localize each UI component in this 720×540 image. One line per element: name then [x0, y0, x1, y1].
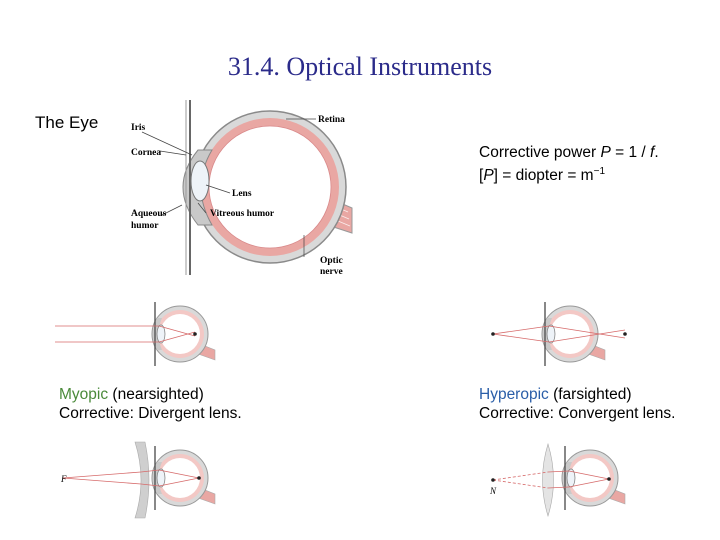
corrective-power-text: Corrective power P = 1 / f. [P] = diopte… — [479, 143, 659, 185]
myopic-corrected-diagram: F — [60, 441, 216, 519]
power-unit-line: [P] = diopter = m−1 — [479, 166, 606, 185]
power-formula-line: Corrective power P = 1 / f. — [479, 144, 659, 161]
iris-label: Iris — [131, 123, 146, 133]
optic-label: Optic — [320, 256, 343, 266]
eye-heading: The Eye — [35, 113, 99, 132]
myopic-eye-diagram — [55, 302, 216, 366]
eye-anatomy-diagram: Iris Cornea Aqueous humor Lens Vitreous … — [131, 100, 353, 277]
lens-shape — [190, 160, 210, 202]
nerve-label: nerve — [320, 267, 343, 277]
lens-label: Lens — [232, 189, 252, 199]
retina-label: Retina — [318, 115, 345, 125]
cornea-label: Cornea — [131, 148, 161, 158]
hyperopic-corrected-diagram: N — [489, 442, 626, 518]
vitreous-humor-region — [208, 125, 332, 249]
hyperopic-title-line: Hyperopic (farsighted) — [479, 386, 632, 403]
hyperopic-term: Hyperopic — [479, 386, 549, 403]
hyperopic-corrective-line: Corrective: Convergent lens. — [479, 405, 676, 422]
slide-title: 31.4. Optical Instruments — [227, 52, 493, 81]
myopic-title-line: Myopic (nearsighted) — [59, 386, 204, 403]
myopic-description: Myopic (nearsighted) Corrective: Diverge… — [59, 385, 242, 423]
convergent-lens — [542, 442, 554, 518]
far-point-label: F — [60, 474, 67, 484]
near-point-label: N — [489, 486, 497, 496]
humor-label: humor — [131, 221, 159, 231]
divergent-lens — [134, 441, 150, 519]
myopic-corrective-line: Corrective: Divergent lens. — [59, 405, 242, 422]
aqueous-label: Aqueous — [131, 209, 167, 219]
vitreous-label: Vitreous humor — [210, 209, 275, 219]
hyperopic-eye-diagram — [491, 302, 627, 366]
myopic-term: Myopic — [59, 386, 109, 403]
hyperopic-description: Hyperopic (farsighted) Corrective: Conve… — [479, 385, 675, 423]
